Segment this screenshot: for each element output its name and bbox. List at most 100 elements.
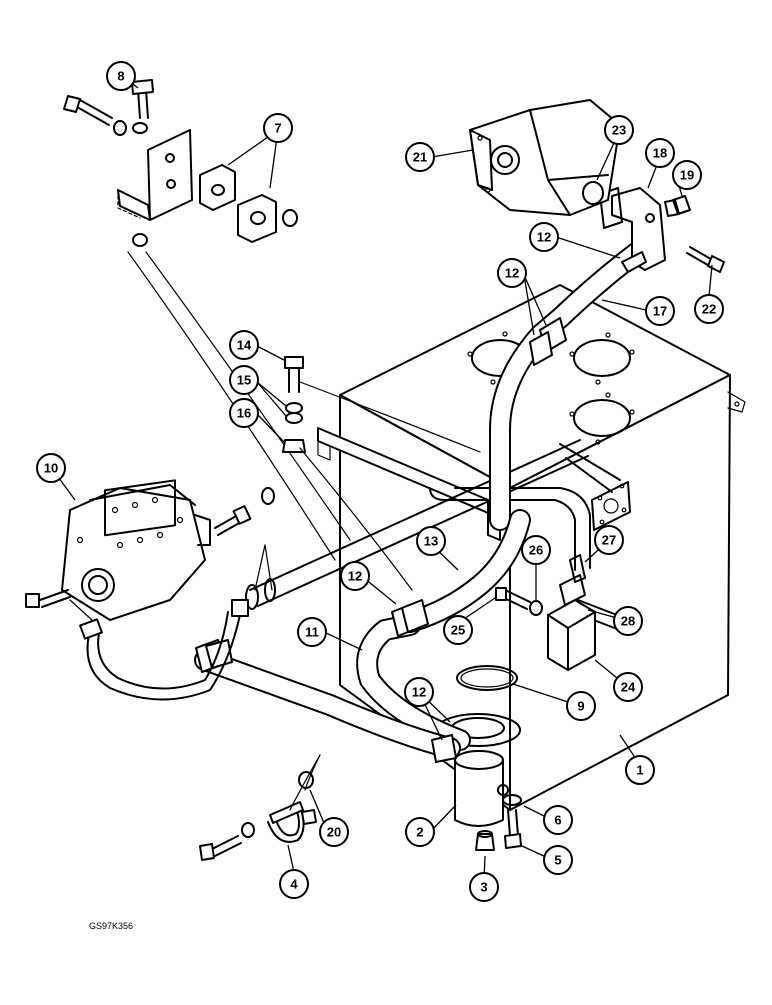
callout-balloon: [613, 606, 643, 636]
callout-number: 15: [237, 373, 251, 388]
callout-number: 12: [537, 230, 551, 245]
callout-balloon: [416, 526, 446, 556]
hose-17: [489, 239, 651, 531]
drawing-reference: GS97K356: [89, 921, 133, 931]
callout-balloon: [443, 615, 473, 645]
callout-number: 28: [621, 614, 635, 629]
callout-balloon: [529, 222, 559, 252]
callout-number: 10: [44, 461, 58, 476]
callout-4: 4: [279, 869, 309, 899]
callout-balloon: [613, 672, 643, 702]
pump-21: [469, 99, 621, 216]
callout-number: 13: [424, 534, 438, 549]
callout-number: 21: [413, 150, 427, 165]
callout-number: 12: [412, 685, 426, 700]
suction-hose: [194, 639, 461, 763]
callout-balloon: [263, 113, 293, 143]
callout-balloon: [229, 365, 259, 395]
callout-8: 8: [106, 61, 136, 91]
callout-11: 11: [297, 617, 327, 647]
bolts: [25, 487, 275, 608]
callout-number: 23: [612, 123, 626, 138]
callout-number: 27: [602, 533, 616, 548]
clamp-halves: [132, 164, 298, 247]
callout-balloon: [566, 691, 596, 721]
leader-line: [69, 599, 93, 621]
callout-14: 14: [229, 330, 259, 360]
callout-balloon: [672, 160, 702, 190]
callout-1: 1: [625, 755, 655, 785]
bolt-14: [282, 356, 481, 591]
callout-number: 18: [653, 146, 667, 161]
callout-balloon: [36, 453, 66, 483]
callout-number: 16: [237, 406, 251, 421]
callout-16: 16: [229, 398, 259, 428]
pump-10: [61, 479, 211, 621]
callout-22: 22: [694, 294, 724, 324]
elbow-18: [599, 187, 666, 271]
callout-number: 9: [577, 699, 584, 714]
callout-number: 26: [529, 543, 543, 558]
hose-clamp: [529, 251, 647, 366]
callout-number: 17: [653, 304, 667, 319]
callout-number: 19: [680, 168, 694, 183]
callout-12: 12: [529, 222, 559, 252]
callout-18: 18: [645, 138, 675, 168]
callout-5: 5: [543, 845, 573, 875]
callout-number: 24: [621, 680, 636, 695]
callout-number: 14: [237, 338, 252, 353]
callout-balloon: [625, 755, 655, 785]
leader-line: [264, 544, 273, 591]
callout-balloon: [340, 561, 370, 591]
plug-19: [664, 195, 691, 217]
callout-number: 12: [505, 266, 519, 281]
clamp-4: [199, 771, 317, 861]
callout-balloon: [297, 617, 327, 647]
callout-balloon: [594, 525, 624, 555]
callout-balloon: [645, 138, 675, 168]
callout-21: 21: [405, 142, 435, 172]
callout-24: 24: [613, 672, 643, 702]
callout-balloon: [543, 805, 573, 835]
callout-number: 22: [702, 302, 716, 317]
callout-number: 6: [554, 813, 561, 828]
callout-19: 19: [672, 160, 702, 190]
callout-balloon: [604, 115, 634, 145]
bolts-8: [63, 79, 154, 136]
callout-10: 10: [36, 453, 66, 483]
callout-balloon: [543, 845, 573, 875]
callout-balloon: [279, 869, 309, 899]
callout-number: 8: [117, 69, 124, 84]
callout-balloon: [405, 142, 435, 172]
callout-balloon: [229, 330, 259, 360]
callout-balloon: [521, 535, 551, 565]
callout-number: 7: [274, 121, 281, 136]
callout-13: 13: [416, 526, 446, 556]
callout-number: 25: [451, 623, 465, 638]
callout-layer: 1234567891011121212121314151617181920212…: [36, 61, 724, 902]
callout-balloon: [319, 817, 349, 847]
callout-balloon: [694, 294, 724, 324]
callout-number: 4: [290, 877, 298, 892]
callout-number: 3: [480, 880, 487, 895]
callout-17: 17: [645, 296, 675, 326]
leader-line: [254, 544, 266, 591]
callout-balloon: [469, 872, 499, 902]
callout-number: 12: [348, 569, 362, 584]
fasteners: [475, 794, 522, 851]
pipe-line: [127, 251, 336, 561]
callout-3: 3: [469, 872, 499, 902]
callout-balloon: [404, 677, 434, 707]
leader-line: [304, 754, 321, 791]
callout-12: 12: [340, 561, 370, 591]
callout-25: 25: [443, 615, 473, 645]
bolt-22: [686, 246, 725, 273]
callout-number: 20: [327, 825, 341, 840]
pressure-hose: [79, 599, 249, 701]
callout-balloon: [405, 817, 435, 847]
callout-27: 27: [594, 525, 624, 555]
hose-11: [356, 509, 531, 751]
callout-12: 12: [497, 258, 527, 288]
